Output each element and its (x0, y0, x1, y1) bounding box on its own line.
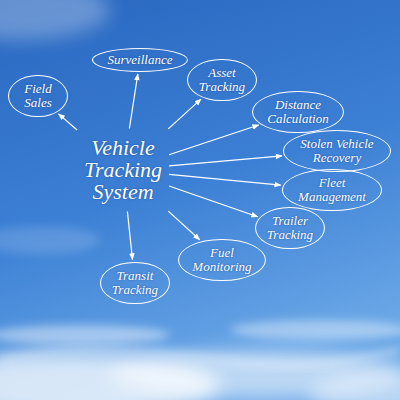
arrow-connector (129, 74, 137, 129)
topic-label: Asset Tracking (192, 66, 252, 93)
arrow-connector (59, 114, 78, 130)
topic-label: Transit Tracking (105, 269, 165, 296)
cloud (0, 325, 170, 345)
arrow-connector (127, 211, 132, 259)
topic-label: Trailer Tracking (260, 214, 320, 241)
arrow-connector (168, 99, 201, 129)
topic-label: Field Sales (18, 82, 58, 109)
arrow-connector (169, 156, 282, 166)
cloud (310, 373, 400, 400)
topic-label: Distance Calculation (260, 98, 335, 125)
topic-ellipse: Trailer Tracking (255, 207, 325, 250)
topic-ellipse: Distance Calculation (252, 91, 344, 134)
cloud-wisp (0, 350, 400, 365)
topic-ellipse: Fuel Monitoring (178, 239, 267, 282)
cloud (0, 226, 100, 254)
topic-ellipse: Field Sales (8, 75, 68, 118)
topic-ellipse: Transit Tracking (100, 262, 170, 305)
topic-label: Fleet Management (291, 176, 373, 203)
central-topic: Vehicle Tracking System (82, 134, 164, 207)
arrow-connector (168, 211, 199, 240)
cloud (0, 0, 110, 40)
topic-ellipse: Fleet Management (282, 169, 383, 212)
cloud (230, 320, 400, 340)
topic-label: Surveillance (107, 53, 172, 67)
arrow-connector (169, 174, 281, 185)
central-title: Vehicle Tracking System (82, 137, 164, 203)
topic-label: Fuel Monitoring (189, 246, 255, 273)
topic-ellipse: Stolen Vehicle Recovery (283, 130, 392, 173)
topic-ellipse: Asset Tracking (187, 59, 257, 102)
arrow-connector (169, 186, 258, 217)
topic-label: Stolen Vehicle Recovery (290, 137, 385, 164)
arrow-connector (169, 125, 259, 155)
topic-ellipse: Surveillance (92, 48, 189, 72)
